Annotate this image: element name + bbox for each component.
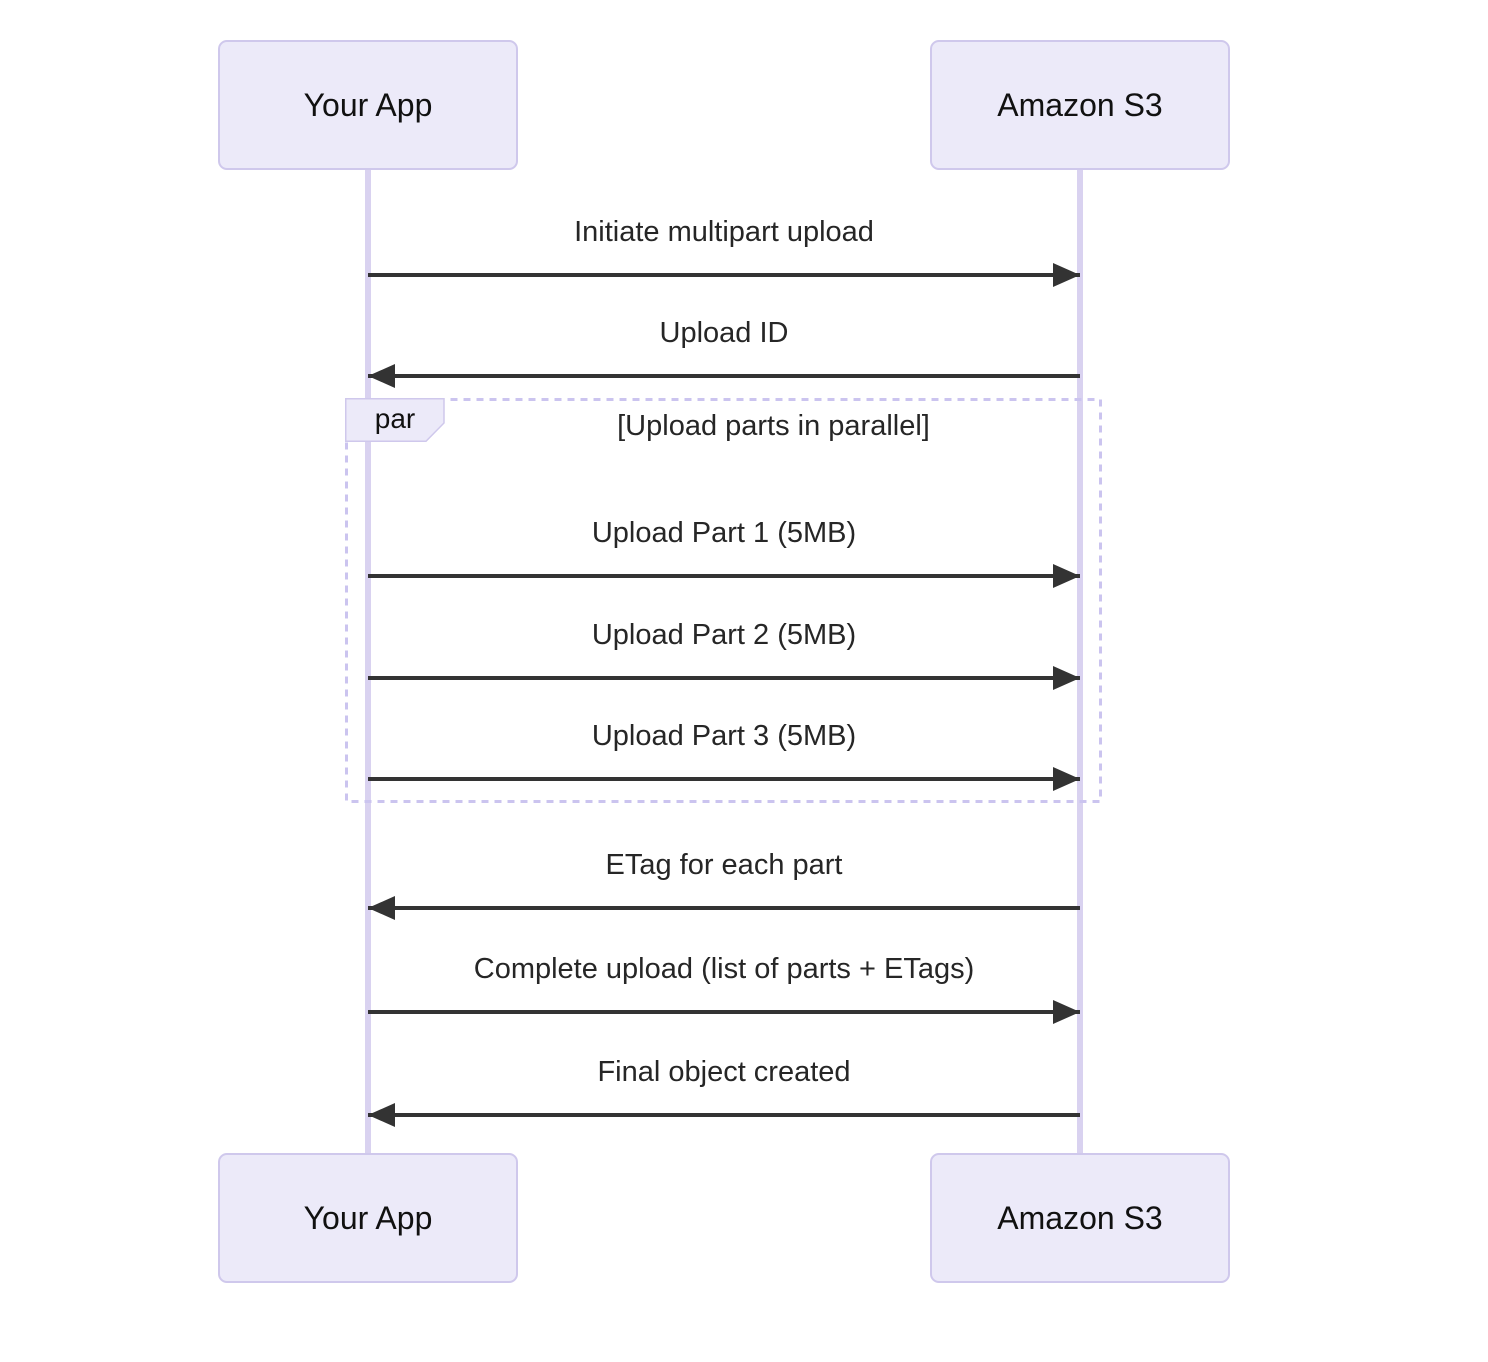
message-line xyxy=(368,767,1080,791)
lifeline-amazon-s3 xyxy=(1077,169,1083,1155)
arrow-left-icon xyxy=(368,896,395,920)
actor-label: Amazon S3 xyxy=(997,86,1163,123)
message-etag-for-each-part: ETag for each part xyxy=(368,843,1080,920)
message-line xyxy=(368,364,1080,388)
message-upload-part-3: Upload Part 3 (5MB) xyxy=(368,714,1080,791)
actor-label: Your App xyxy=(303,1199,433,1236)
message-line xyxy=(368,263,1080,287)
message-upload-id: Upload ID xyxy=(368,311,1080,388)
message-line xyxy=(368,1103,1080,1127)
actor-amazon-s3-bottom: Amazon S3 xyxy=(930,1153,1230,1283)
arrow-right-icon xyxy=(1053,263,1080,287)
arrow-left-icon xyxy=(368,364,395,388)
actor-your-app-bottom: Your App xyxy=(218,1153,518,1283)
par-label: par xyxy=(374,403,416,434)
message-line xyxy=(368,1000,1080,1024)
arrow-right-icon xyxy=(1053,666,1080,690)
message-text: Final object created xyxy=(597,1056,851,1088)
message-upload-part-1: Upload Part 1 (5MB) xyxy=(368,511,1080,588)
arrow-left-icon xyxy=(368,1103,395,1127)
lifeline-your-app xyxy=(365,169,371,1155)
message-complete-upload: Complete upload (list of parts + ETags) xyxy=(368,947,1080,1024)
message-upload-part-2: Upload Part 2 (5MB) xyxy=(368,613,1080,690)
message-line xyxy=(368,896,1080,920)
message-initiate-multipart-upload: Initiate multipart upload xyxy=(368,210,1080,287)
par-condition-label: [Upload parts in parallel] xyxy=(617,410,930,442)
actor-label: Amazon S3 xyxy=(997,1199,1163,1236)
message-text: Upload Part 2 (5MB) xyxy=(591,619,857,651)
message-text: Complete upload (list of parts + ETags) xyxy=(473,953,975,985)
message-text: Upload ID xyxy=(659,317,789,349)
message-text: ETag for each part xyxy=(605,849,843,881)
message-text: Upload Part 3 (5MB) xyxy=(591,720,857,752)
message-text: Upload Part 1 (5MB) xyxy=(591,517,857,549)
arrow-right-icon xyxy=(1053,767,1080,791)
arrow-right-icon xyxy=(1053,1000,1080,1024)
actor-label: Your App xyxy=(303,86,433,123)
arrow-right-icon xyxy=(1053,564,1080,588)
actor-amazon-s3-top: Amazon S3 xyxy=(930,40,1230,170)
message-line xyxy=(368,564,1080,588)
par-block-frame xyxy=(345,398,1102,803)
message-final-object-created: Final object created xyxy=(368,1050,1080,1127)
actor-your-app-top: Your App xyxy=(218,40,518,170)
par-label-tab xyxy=(345,398,445,442)
message-line xyxy=(368,666,1080,690)
message-text: Initiate multipart upload xyxy=(574,216,874,248)
